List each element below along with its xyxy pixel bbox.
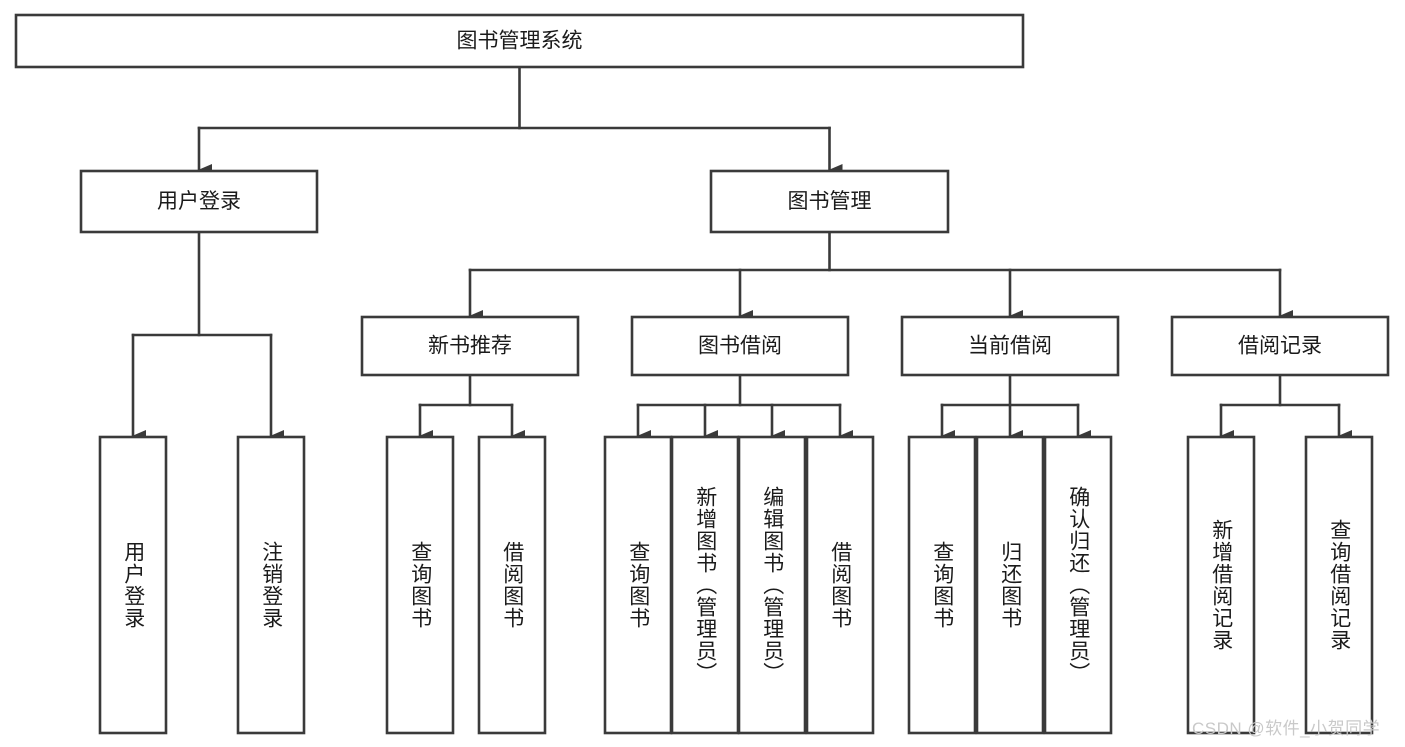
connectors-layer (131, 65, 1352, 442)
level3-node-3-label: 借阅记录 (1238, 335, 1322, 358)
leaf-node-2-rect[interactable] (385, 435, 455, 735)
leaf-node-5-rect[interactable] (670, 435, 740, 735)
level2-node-1[interactable]: 图书管理 (709, 169, 950, 234)
root-node-label: 图书管理系统 (457, 30, 583, 53)
level3-node-0-label: 新书推荐 (428, 335, 512, 358)
level3-node-3-rect (1170, 315, 1390, 377)
level3-node-3[interactable]: 借阅记录 (1170, 315, 1390, 377)
level2-node-0[interactable]: 用户登录 (79, 169, 319, 234)
leaf-node-7-rect[interactable] (805, 435, 875, 735)
level3-node-1-label: 图书借阅 (698, 335, 782, 358)
leaf-node-0-rect[interactable] (98, 435, 168, 735)
level3-node-1[interactable]: 图书借阅 (630, 315, 850, 377)
root-node-rect (14, 13, 1025, 69)
level3-node-2[interactable]: 当前借阅 (900, 315, 1120, 377)
leaf-node-11-rect[interactable] (1186, 435, 1256, 735)
leaf-node-1-rect[interactable] (236, 435, 306, 735)
leaf-node-10-rect[interactable] (1043, 435, 1113, 735)
level2-node-1-rect (709, 169, 950, 234)
leaf-node-12-rect[interactable] (1304, 435, 1374, 735)
level2-node-0-rect (79, 169, 319, 234)
level3-node-0[interactable]: 新书推荐 (360, 315, 580, 377)
level3-node-2-label: 当前借阅 (968, 335, 1052, 358)
csdn-watermark: CSDN @软件_小贺同学 (1192, 719, 1381, 738)
level2-node-0-label: 用户登录 (157, 190, 241, 213)
root-node[interactable]: 图书管理系统 (14, 13, 1025, 69)
leaf-node-9-rect[interactable] (975, 435, 1045, 735)
leaf-node-3-rect[interactable] (477, 435, 547, 735)
level3-node-1-rect (630, 315, 850, 377)
level3-node-2-rect (900, 315, 1120, 377)
level3-node-0-rect (360, 315, 580, 377)
leaf-node-8-rect[interactable] (907, 435, 977, 735)
leaf-node-6-rect[interactable] (737, 435, 807, 735)
level2-node-1-label: 图书管理 (788, 190, 872, 213)
leaf-node-4-rect[interactable] (603, 435, 673, 735)
